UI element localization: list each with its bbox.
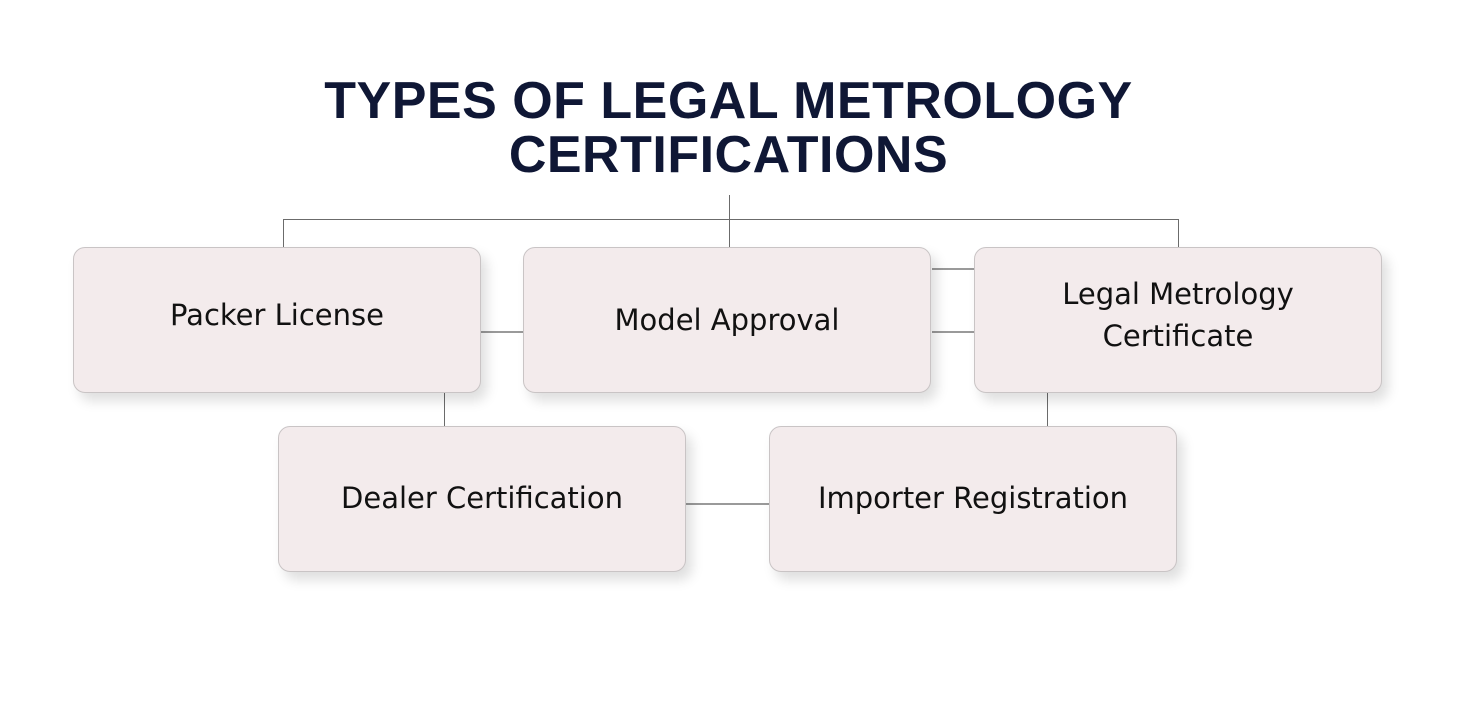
- connector-packer-dealer: [444, 393, 445, 426]
- node-model-approval: Model Approval: [523, 247, 931, 393]
- connector-packer-model: [481, 331, 523, 333]
- connector-drop-left: [283, 219, 284, 247]
- connector-model-legal-upper: [932, 268, 974, 270]
- connector-model-legal-lower: [932, 331, 974, 333]
- connector-drop-right: [1178, 219, 1179, 247]
- node-label: Packer License: [170, 298, 384, 332]
- node-dealer-certification: Dealer Certification: [278, 426, 686, 572]
- node-importer-registration: Importer Registration: [769, 426, 1177, 572]
- title-line-1: TYPES OF LEGAL METROLOGY: [324, 72, 1133, 130]
- connector-legal-importer: [1047, 393, 1048, 426]
- node-legal-metrology-certificate: Legal Metrology Certificate: [974, 247, 1382, 393]
- node-packer-license: Packer License: [73, 247, 481, 393]
- node-label: Dealer Certification: [341, 481, 623, 515]
- node-label: Importer Registration: [817, 481, 1129, 515]
- title-line-2: CERTIFICATIONS: [508, 126, 949, 184]
- node-label-line-1: Legal Metrology: [1062, 277, 1294, 311]
- connector-dealer-importer: [686, 503, 769, 505]
- diagram-title: TYPES OF LEGAL METROLOGY CERTIFICATIONS: [0, 74, 1457, 182]
- connector-top-bar: [283, 219, 1179, 220]
- node-label: Model Approval: [614, 303, 840, 337]
- node-label-line-2: Certificate: [1102, 319, 1254, 353]
- connector-title-stem: [729, 195, 730, 247]
